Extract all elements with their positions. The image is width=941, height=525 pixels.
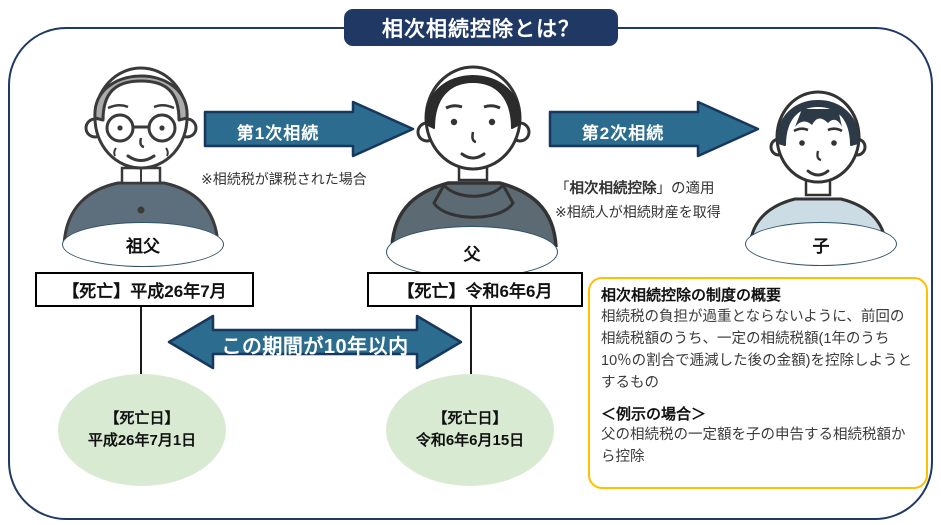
second-inheritance-note2: ※相続人が相続財産を取得: [555, 204, 721, 220]
father-death-date-ellipse: 【死亡日】 令和6年6月15日: [386, 374, 554, 486]
father-death-box: 【死亡】令和6年6月: [367, 272, 583, 307]
father-death-date-title: 【死亡日】: [432, 410, 508, 428]
period-double-arrow: この期間が10年以内: [167, 313, 463, 371]
double-arrow-icon: [167, 314, 463, 370]
diagram-title: 相次相続控除とは？: [382, 17, 580, 41]
grandfather-death-date-value: 平成26年7月1日: [87, 432, 197, 449]
note1-rest: 」の適用: [656, 181, 715, 197]
grandfather-death-box: 【死亡】平成26年7月: [35, 272, 254, 307]
father-death-date-value: 令和6年6月15日: [415, 432, 525, 449]
father-death-label: 【死亡】令和6年6月: [397, 282, 553, 301]
grandfather-name-oval: 祖父: [62, 222, 224, 267]
grandfather-icon: [62, 66, 220, 245]
overview-example-title: ＜例示の場合＞: [601, 406, 707, 424]
father-illustration: [384, 50, 562, 247]
child-illustration: [744, 79, 892, 246]
father-icon: [390, 65, 558, 247]
grandfather-death-date-ellipse: 【死亡日】 平成26年7月1日: [58, 374, 226, 486]
father-name-oval: 父: [386, 226, 558, 278]
father-label: 父: [463, 244, 481, 264]
child-name-oval: 子: [745, 222, 897, 266]
diagram-title-banner: 相次相続控除とは？: [344, 9, 618, 46]
second-inheritance-note1: 「相次相続控除」の適用: [555, 177, 715, 198]
overview-box: 相次相続控除の制度の概要 相続税の負担が過重とならないように、前回の相続税額のう…: [588, 277, 928, 489]
overview-body: 相続税の負担が過重とならないように、前回の相続税額のうち、一定の相続税額(1年の…: [601, 309, 912, 391]
second-inheritance-arrow: 第2次相続: [548, 100, 760, 158]
overview-title: 相次相続控除の制度の概要: [601, 287, 782, 304]
grandfather-illustration: [56, 48, 226, 245]
father-connector-line: [470, 303, 472, 385]
note1-open: 「: [555, 181, 570, 197]
grandfather-connector-line: [140, 303, 142, 385]
overview-spacer: [601, 394, 915, 404]
first-inheritance-note: ※相続税が課税された場合: [201, 171, 367, 187]
grandfather-death-date-title: 【死亡日】: [104, 410, 180, 428]
grandfather-label: 祖父: [126, 237, 160, 256]
second-inheritance-arrow-label: 第2次相続: [581, 124, 665, 143]
right-arrow-icon: [548, 100, 760, 158]
note1-bold: 相次相続控除: [569, 181, 657, 197]
child-icon: [748, 90, 888, 246]
child-label: 子: [812, 236, 830, 256]
first-inheritance-arrow: 第1次相続: [203, 100, 415, 158]
right-arrow-icon: [203, 100, 415, 158]
grandfather-death-label: 【死亡】平成26年7月: [62, 282, 227, 301]
first-inheritance-arrow-label: 第1次相続: [236, 124, 320, 143]
overview-example-body: 父の相続税の一定額を子の申告する相続税額から控除: [601, 427, 906, 465]
period-arrow-label: この期間が10年以内: [221, 336, 409, 358]
